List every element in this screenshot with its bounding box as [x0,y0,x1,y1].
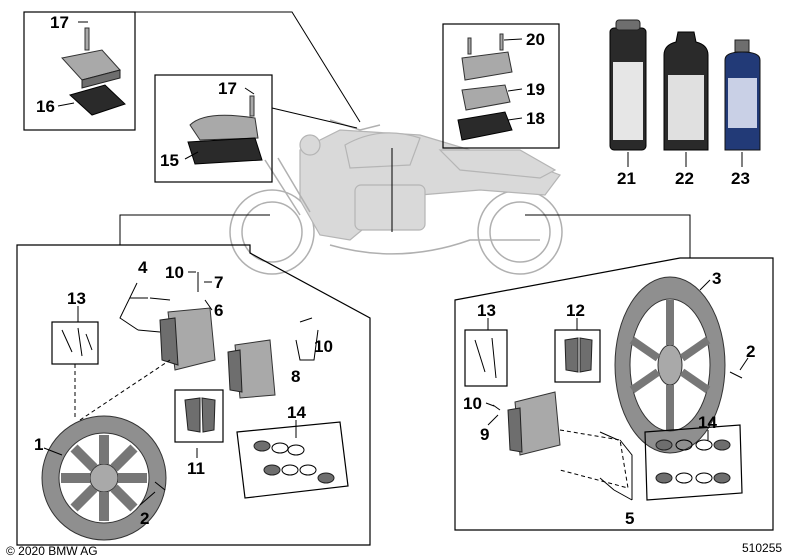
label-5: 5 [625,509,634,528]
front-bolts [137,272,313,491]
label-10-front-right: 10 [314,337,333,356]
label-8: 8 [291,367,300,386]
reservoir-cover-16 [61,27,126,116]
front-brake-pads-11 [174,389,224,443]
label-6: 6 [214,301,223,320]
label-12: 12 [566,301,585,320]
reservoir-cover-15 [187,95,263,165]
label-11: 11 [187,459,205,478]
label-15: 15 [160,151,179,170]
fluid-bottle-22 [663,31,709,151]
label-21: 21 [617,169,636,188]
front-brake-box [16,244,371,546]
label-19: 19 [526,80,545,99]
label-9: 9 [480,425,489,444]
label-18: 18 [526,109,545,128]
label-10-rear: 10 [463,394,482,413]
label-4: 4 [138,258,148,277]
diagram-number: 510255 [742,541,782,555]
part-labels: 17 16 17 15 20 19 18 21 22 23 4 10 7 6 1… [34,13,755,528]
label-17-top: 17 [50,13,69,32]
rear-seal-kit-14 [644,424,743,501]
label-7: 7 [214,273,223,292]
label-2-front: 2 [140,509,149,528]
label-14-rear: 14 [698,413,717,432]
callout-leaders [43,21,749,506]
inset-box-15-17 [154,74,273,183]
label-13-front: 13 [67,289,86,308]
label-22: 22 [675,169,694,188]
copyright-text: © 2020 BMW AG [6,544,98,558]
label-3: 3 [712,269,721,288]
label-20: 20 [526,30,545,49]
front-seal-kit-14 [236,421,349,499]
reservoir-covers-18-20 [457,33,513,141]
label-2-rear: 2 [746,342,755,361]
front-dash-2 [79,359,171,421]
fluid-bottle-23 [724,39,761,151]
rear-brake-disc-3 [614,276,726,454]
front-brake-disc-1 [41,415,167,541]
label-1: 1 [34,435,43,454]
label-17-mid: 17 [218,79,237,98]
rear-bolts [492,371,743,491]
rear-brake-box [454,257,774,531]
front-caliper-right [227,339,276,399]
spray-can-21 [609,19,647,151]
inset-box-18-20 [442,23,560,149]
label-23: 23 [731,169,750,188]
rear-small-parts-13 [464,329,508,387]
leader-lines [119,11,691,258]
label-14-front: 14 [287,403,306,422]
rear-brake-pads-12 [554,329,601,383]
front-small-parts-13 [51,321,99,365]
label-10-front-top: 10 [165,263,184,282]
rear-caliper [507,391,561,456]
label-16: 16 [36,97,55,116]
front-caliper-left [159,307,216,371]
motorcycle-illustration [229,119,563,275]
inset-box-16-17 [23,11,136,131]
label-13-rear: 13 [477,301,496,320]
rear-dash [559,429,629,489]
